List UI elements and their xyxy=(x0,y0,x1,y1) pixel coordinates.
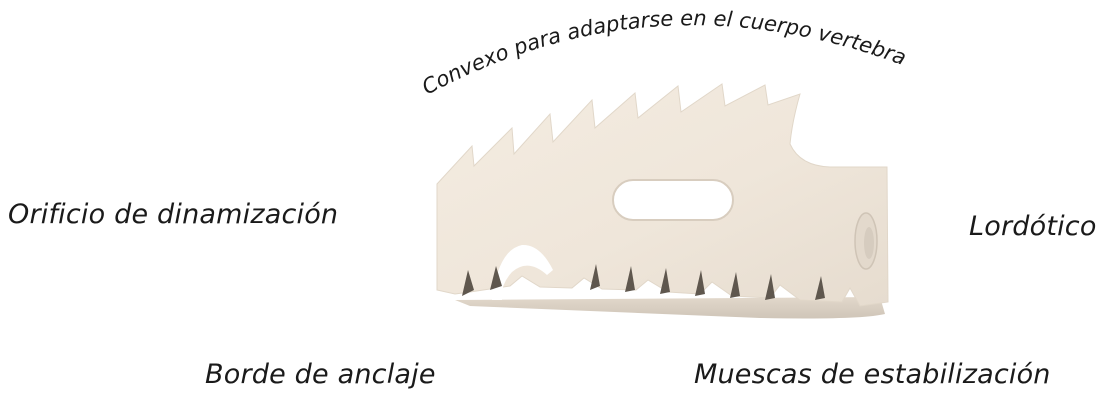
implant-underside xyxy=(455,297,885,319)
stabilization-notches xyxy=(462,264,825,300)
implant-cage xyxy=(436,83,889,319)
stabilization-notches-label: Muescas de estabilización xyxy=(694,359,1051,390)
lordotic-label: Lordótico xyxy=(969,211,1097,242)
dynamization-slot xyxy=(612,179,734,221)
anchoring-edge-notch xyxy=(492,244,553,300)
convex-label: Convexo para adaptarse en el cuerpo vert… xyxy=(0,0,910,99)
dynamization-hole-label: Orificio de dinamización xyxy=(8,199,339,230)
anchoring-edge-label: Borde de anclaje xyxy=(205,359,436,390)
convex-label-text: Convexo para adaptarse en el cuerpo vert… xyxy=(0,0,910,99)
